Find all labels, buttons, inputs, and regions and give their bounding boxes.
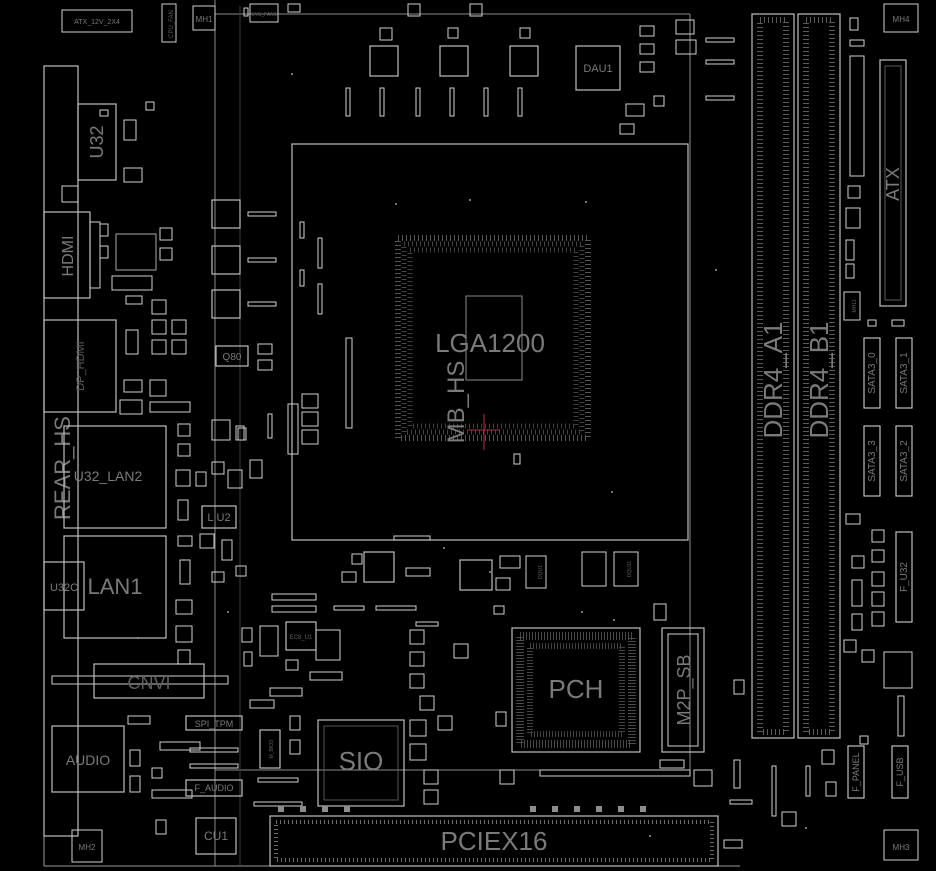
pciex16-slot: PCIEX16 xyxy=(269,815,719,867)
lan1-label: LAN1 xyxy=(87,574,142,599)
lan1-port: LAN1 xyxy=(63,535,167,639)
sata3-3-connector: SATA3_3 xyxy=(863,425,881,497)
mh4-label: MH4 xyxy=(893,15,910,24)
cpu-fan-header: CPU_FAN xyxy=(161,3,177,43)
liu2-chip: LIU2 xyxy=(201,505,237,529)
f-u32-header: F_U32 xyxy=(895,531,913,623)
sata3-1-label: SATA3_1 xyxy=(899,352,910,394)
ddr4-a1-label: DDR4_A1 xyxy=(758,321,788,438)
sata3-3-label: SATA3_3 xyxy=(867,440,878,482)
mounting-hole-4: MH4 xyxy=(883,3,919,33)
ddr4-b1-label: DDR4_B1 xyxy=(804,321,834,438)
socket-side-passives xyxy=(235,211,521,465)
sio-chip: SIO xyxy=(317,719,405,807)
mh11-hole: MH11 xyxy=(843,291,861,321)
q80-mosfet: Q80 xyxy=(215,343,273,371)
u32-label: U32 xyxy=(87,125,107,158)
lga1200-label: LGA1200 xyxy=(435,328,545,358)
sata3-2-label: SATA3_2 xyxy=(899,440,910,482)
sata3-0-label: SATA3_0 xyxy=(867,352,878,394)
mounting-hole-1: MH1 xyxy=(192,5,216,31)
sio-label: SIO xyxy=(339,746,384,776)
dp-hdmi-port: DP_HDMI xyxy=(43,319,117,413)
sys-fan1-label: SYS_FAN1 xyxy=(251,12,277,18)
f-usb-header: F_USB xyxy=(891,745,909,799)
sata3-1-connector: SATA3_1 xyxy=(895,337,913,409)
sys-fan1-header: SYS_FAN1 xyxy=(249,3,279,23)
m2p-sb-label: M2P_SB xyxy=(674,654,695,725)
dau1-label: DAU1 xyxy=(583,63,612,75)
hdmi-port: HDMI xyxy=(43,211,101,299)
board-frame xyxy=(43,0,740,867)
cnvi-slot: CNVI xyxy=(51,663,229,699)
pch-chip: PCH xyxy=(511,627,641,753)
mh1-label: MH1 xyxy=(196,15,213,24)
m2p-sb-slot: M2P_SB xyxy=(661,627,705,753)
ec8-label: EC8_U1 xyxy=(290,635,313,641)
u32-lan2-label: U32_LAN2 xyxy=(74,468,143,484)
atx-12v-label: ATX_12V_2X4 xyxy=(74,19,120,26)
right-side-passives xyxy=(771,17,913,817)
atx-12v-connector: ATX_12V_2X4 xyxy=(61,9,133,33)
atx-label: ATX xyxy=(883,167,903,201)
pcie-top-passives xyxy=(278,806,646,812)
q80-label: Q80 xyxy=(223,352,242,363)
vrm-chokes xyxy=(211,45,539,319)
pciex16-label: PCIEX16 xyxy=(441,826,548,856)
rear-io-frame xyxy=(43,65,79,837)
spi-tpm-header: SPI_TPM xyxy=(185,715,243,731)
dau1-chip: DAU1 xyxy=(575,45,621,91)
mounting-hole-2: MH2 xyxy=(71,829,103,863)
f-usb-label: F_USB xyxy=(895,757,905,786)
sata3-0-connector: SATA3_0 xyxy=(863,337,881,409)
pch-passives xyxy=(493,603,797,849)
m-bios-label: M_BIOS xyxy=(269,739,275,759)
audio-jack: AUDIO xyxy=(51,725,125,793)
mb-hs-label: MB_HS xyxy=(443,361,470,444)
cu1-chip: CU1 xyxy=(195,817,237,855)
m-bios-chip: M_BIOS xyxy=(259,729,281,769)
atx-power-connector: ATX xyxy=(879,59,907,307)
u32-usb-port: U32 xyxy=(77,103,117,181)
f-audio-header: F_AUDIO xyxy=(185,779,243,797)
mh2-label: MH2 xyxy=(79,843,96,852)
ec8-chip: EC8_U1 xyxy=(285,621,317,651)
mh11-label: MH11 xyxy=(852,299,858,312)
u32c-port: U32C xyxy=(43,561,85,611)
via-dots xyxy=(137,73,807,837)
cpu-fan-label: CPU_FAN xyxy=(169,10,175,38)
chipset-top-components: DQU1 DQU11 xyxy=(363,551,639,591)
cpu-socket-lga1200: LGA1200 MB_HS xyxy=(291,143,689,541)
ddr4-b1-slot: DDR4_B1 xyxy=(797,13,841,739)
f-panel-header: F_PANEL xyxy=(847,745,865,799)
cnvi-label: CNVI xyxy=(127,673,170,693)
liu2-label: LIU2 xyxy=(207,512,230,524)
dp-hdmi-label: DP_HDMI xyxy=(75,341,87,391)
top-passives xyxy=(243,3,735,135)
rear-hs-heatsink: REAR_HS xyxy=(50,416,75,520)
f-panel-label: F_PANEL xyxy=(851,752,861,791)
lower-left-passives xyxy=(189,715,439,807)
spi-tpm-label: SPI_TPM xyxy=(195,719,234,729)
mounting-hole-3: MH3 xyxy=(883,829,919,861)
f-u32-label: F_U32 xyxy=(899,562,910,592)
dqu11-label: DQU11 xyxy=(627,561,633,578)
u32-lan2-port: U32_LAN2 xyxy=(63,425,167,529)
ddr4-a1-slot: DDR4_A1 xyxy=(751,13,795,739)
dqu1-label: DQU1 xyxy=(538,565,544,579)
mid-left-passives xyxy=(195,419,469,731)
mh3-label: MH3 xyxy=(893,843,910,852)
cu1-label: CU1 xyxy=(204,829,228,843)
pch-label: PCH xyxy=(549,674,604,704)
audio-label: AUDIO xyxy=(66,752,110,768)
u32c-label: U32C xyxy=(50,582,78,594)
sata3-2-connector: SATA3_2 xyxy=(895,425,913,497)
hdmi-label: HDMI xyxy=(60,236,77,277)
rear-hs-label: REAR_HS xyxy=(50,416,75,520)
f-audio-label: F_AUDIO xyxy=(194,783,233,793)
left-column-components xyxy=(61,101,201,835)
